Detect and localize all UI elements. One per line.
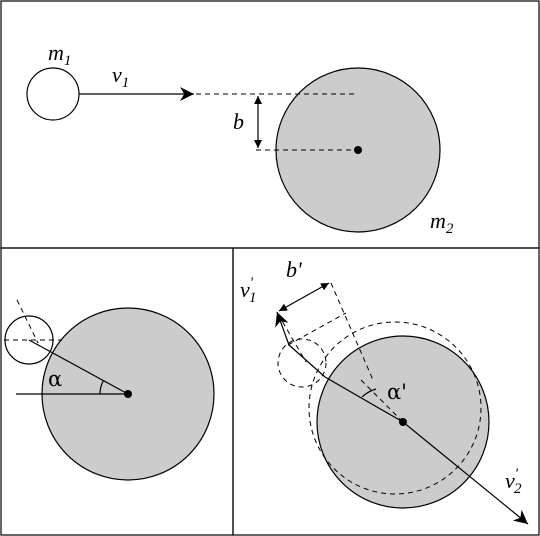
offset-dashed-upper <box>287 312 347 346</box>
target-initial-position-dashed <box>308 321 482 495</box>
angle-arc <box>99 380 104 395</box>
target-velocity-arrow <box>402 421 529 525</box>
bottom-right-panel-frame <box>232 247 540 536</box>
projectile-velocity-prime-label: v'1 <box>240 275 256 306</box>
velocity-label: v1 <box>112 62 129 91</box>
target-mass-label: m2 <box>430 208 454 237</box>
angle-prime-label: α' <box>387 380 407 404</box>
angle-prime-arc <box>361 388 377 398</box>
top-panel: m1 v1 b m2 <box>26 40 454 237</box>
bottom-right-panel: v'1 b' α' v'2 <box>240 257 529 525</box>
line-of-centers <box>28 339 129 395</box>
projectile-disk <box>26 67 80 121</box>
bottom-left-panel: α <box>4 299 215 481</box>
impact-parameter-prime-label: b' <box>286 257 302 282</box>
projectile-perpendicular-dashed <box>16 299 39 344</box>
impact-parameter-label: b <box>233 109 244 134</box>
perpendicular-dashed <box>360 379 404 423</box>
impact-parameter-prime-arrow <box>278 282 330 312</box>
offset-dashed-inner <box>277 313 307 363</box>
projectile-initial-position-dashed <box>277 338 327 388</box>
angle-label: α <box>48 367 62 391</box>
projectile-mass-label: m1 <box>48 40 71 69</box>
top-panel-frame <box>0 0 540 249</box>
target-velocity-prime-label: v'2 <box>505 466 522 497</box>
contact-line <box>324 376 404 423</box>
